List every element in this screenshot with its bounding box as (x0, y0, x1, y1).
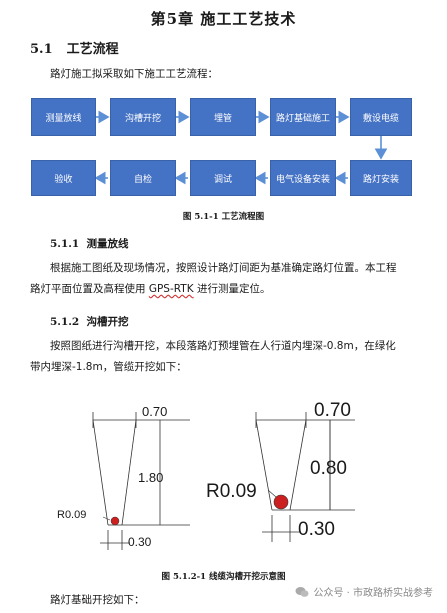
flow-step-electrical: 电气设备安装 (270, 160, 336, 196)
subsection-2-heading: 5.1.2 沟槽开挖 (50, 314, 129, 329)
trench-right-top-width: 0.70 (314, 400, 351, 421)
figure2-caption: 图 5.1.2-1 线缆沟槽开挖示意图 (161, 572, 286, 582)
trench-right-radius: R0.09 (206, 481, 257, 502)
watermark-text: 公众号 · 市政路桥实战参考 (313, 588, 433, 599)
closing-paragraph: 路灯基础开挖如下： (50, 594, 145, 606)
trench-right (255, 412, 355, 542)
flow-step-trench: 沟槽开挖 (110, 98, 176, 136)
subsection-1-line1: 根据施工图纸及现场情况，按照设计路灯间距为基准确定路灯位置。本工程 (50, 262, 397, 274)
subsection-2-number: 5.1.2 (50, 316, 80, 328)
intro-paragraph: 路灯施工拟采取如下施工工艺流程： (50, 68, 218, 80)
flow-step-survey: 测量放线 (31, 98, 96, 136)
section-number: 5.1 (30, 42, 53, 57)
gps-rtk-term: GPS-RTK (148, 283, 194, 295)
subsection-1-text-b1: 路灯平面位置及高程使用 (30, 283, 146, 295)
trench-diagrams (92, 412, 355, 550)
trench-left-top-width: 0.70 (142, 404, 168, 419)
subsection-2-line1: 按照图纸进行沟槽开挖，本段落路灯预埋管在人行道内埋深-0.8m，在绿化 (50, 340, 396, 352)
subsection-1-title: 测量放线 (86, 238, 129, 250)
trench-left-radius: R0.09 (57, 509, 87, 521)
watermark: 公众号 · 市政路桥实战参考 (295, 584, 433, 599)
flow-step-conduit: 埋管 (190, 98, 256, 136)
flow-step-debug: 调试 (190, 160, 256, 196)
section-heading: 5.1 工艺流程 (30, 38, 119, 57)
subsection-1-heading: 5.1.1 测量放线 (50, 236, 129, 251)
cable-pipe-left (110, 516, 120, 526)
subsection-1-text-b2: 进行测量定位。 (196, 283, 271, 295)
wechat-icon (295, 586, 309, 597)
subsection-1-number: 5.1.1 (50, 238, 80, 250)
subsection-2-line2: 带内埋深-1.8m，管缆开挖如下： (30, 361, 187, 373)
process-flowchart: 测量放线 沟槽开挖 埋管 路灯基础施工 敷设电缆 验收 自检 调试 电气设备安装… (0, 0, 447, 210)
trench-right-bottom-width: 0.30 (298, 519, 335, 540)
flow-arrows (94, 110, 388, 185)
section-title: 工艺流程 (66, 42, 119, 57)
flow-step-acceptance: 验收 (31, 160, 96, 196)
flow-step-selfcheck: 自检 (110, 160, 176, 196)
flow-step-foundation: 路灯基础施工 (270, 98, 336, 136)
trench-left-bottom-width: 0.30 (128, 535, 152, 549)
subsection-2-title: 沟槽开挖 (86, 316, 129, 328)
trench-right-depth: 0.80 (310, 458, 347, 479)
subsection-1-line2: 路灯平面位置及高程使用 GPS-RTK 进行测量定位。 (30, 279, 270, 299)
flow-step-cable: 敷设电缆 (350, 98, 412, 136)
chapter-title: 第5章 施工工艺技术 (150, 10, 297, 28)
trench-left-depth: 1.80 (138, 470, 164, 485)
cable-pipe-right (273, 494, 289, 510)
flow-step-lamp-install: 路灯安装 (350, 160, 412, 196)
trench-left (92, 412, 190, 550)
figure1-caption: 图 5.1-1 工艺流程图 (182, 212, 265, 222)
